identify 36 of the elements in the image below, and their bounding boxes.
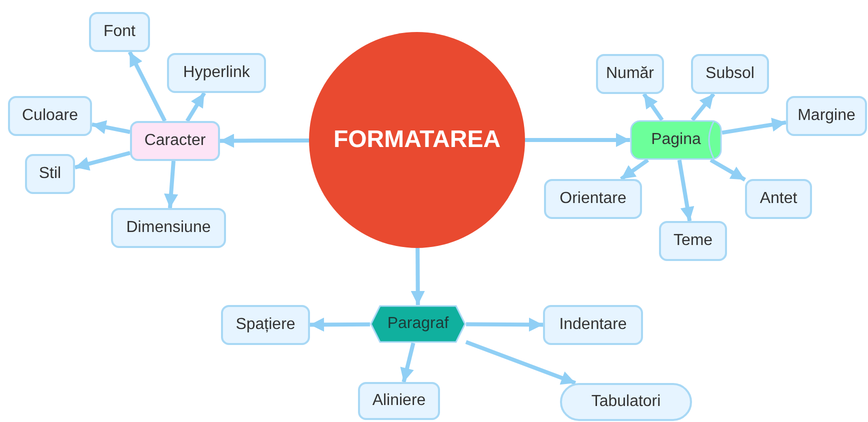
arrow — [642, 92, 664, 122]
subtopic-box: Dimensiune — [111, 208, 226, 248]
arrow — [400, 342, 416, 382]
rounded-pill-box: Tabulatori — [560, 383, 692, 421]
cylinder-node: Pagina — [630, 120, 722, 160]
arrow — [466, 318, 544, 332]
arrow — [722, 118, 786, 135]
arrow — [186, 92, 206, 122]
subtopic-box: Hyperlink — [167, 53, 266, 93]
arrow — [690, 92, 716, 122]
arrow — [710, 158, 746, 182]
arrow — [465, 340, 576, 385]
subtopic-box: Antet — [745, 179, 812, 219]
subtopic-box: Număr — [596, 54, 664, 94]
arrow — [677, 160, 694, 222]
subtopic-box: Indentare — [543, 305, 643, 345]
subtopic-box: Orientare — [544, 179, 642, 219]
subtopic-box: Font — [89, 12, 150, 52]
subtopic-box: Margine — [786, 96, 867, 136]
subtopic-box: Aliniere — [358, 382, 440, 420]
arrow — [620, 158, 650, 181]
topic-box: Caracter — [130, 121, 220, 161]
arrow — [164, 160, 178, 208]
subtopic-box: Teme — [659, 221, 727, 261]
arrow — [74, 150, 130, 171]
arrow — [128, 51, 167, 122]
arrow — [410, 248, 425, 305]
arrow — [310, 318, 370, 332]
arrow — [525, 133, 630, 147]
subtopic-box: Culoare — [8, 96, 92, 136]
subtopic-box: Subsol — [691, 54, 769, 94]
arrow — [220, 134, 309, 148]
arrow — [92, 120, 130, 134]
subtopic-box: Stil — [25, 154, 75, 194]
subtopic-box: Spațiere — [221, 305, 310, 345]
hexagon-node: Paragraf — [370, 305, 466, 343]
